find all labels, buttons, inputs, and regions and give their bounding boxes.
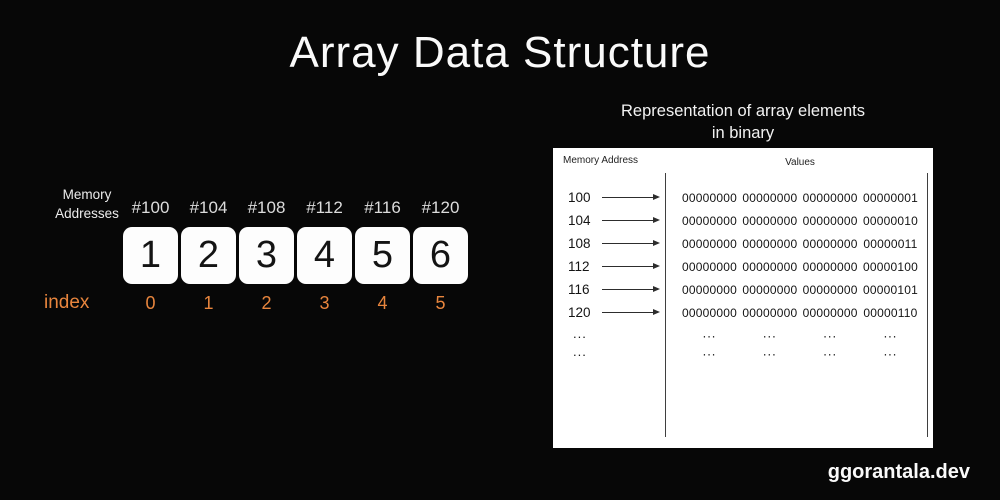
table-row: 108 00000000 00000000 00000000 00000011 xyxy=(553,232,933,255)
arrow-icon xyxy=(602,286,660,292)
byte-ellipsis: ... xyxy=(823,325,838,341)
array-element-box: 1 xyxy=(123,227,178,284)
array-element-box: 2 xyxy=(181,227,236,284)
binary-subtitle-line1: Representation of array elements xyxy=(621,102,865,120)
byte: 00000000 xyxy=(682,213,737,228)
index-value: 4 xyxy=(377,293,388,313)
table-row: 112 00000000 00000000 00000000 00000100 xyxy=(553,255,933,278)
array-element-box: 4 xyxy=(297,227,352,284)
index-value: 3 xyxy=(319,293,330,313)
row-binary-value: 00000000 00000000 00000000 00000101 xyxy=(681,283,919,297)
byte: 00000001 xyxy=(862,190,918,205)
byte: 00000000 xyxy=(682,259,737,274)
index-value: 1 xyxy=(203,293,214,313)
memory-address-label: #100 xyxy=(131,198,170,217)
arrow-icon xyxy=(602,309,660,315)
memory-address-label: #108 xyxy=(247,198,286,217)
row-binary-value: 00000000 00000000 00000000 00000110 xyxy=(681,306,919,320)
byte-ellipsis: ... xyxy=(762,343,777,359)
table-row: 100 00000000 00000000 00000000 00000001 xyxy=(553,186,933,209)
byte: 00000000 xyxy=(682,305,737,320)
byte: 00000000 xyxy=(742,305,798,320)
index-value: 0 xyxy=(145,293,156,313)
byte: 00000000 xyxy=(742,259,798,274)
byte-ellipsis: ... xyxy=(702,343,717,359)
memory-address-label: #104 xyxy=(189,198,228,217)
memory-address-column-header: Memory Address xyxy=(563,155,639,166)
byte: 00000101 xyxy=(862,282,918,297)
row-binary-value: 00000000 00000000 00000000 00000010 xyxy=(681,214,919,228)
row-binary-ellipsis: ... ... ... ... xyxy=(681,344,919,359)
byte: 00000100 xyxy=(862,259,918,274)
array-element-box: 6 xyxy=(413,227,468,284)
right-border-line xyxy=(927,173,928,437)
byte: 00000000 xyxy=(802,282,858,297)
brand-watermark: ggorantala.dev xyxy=(827,461,970,483)
page-title: Array Data Structure xyxy=(289,28,711,77)
byte: 00000011 xyxy=(863,236,918,251)
column-divider-line xyxy=(665,173,666,437)
index-value: 2 xyxy=(261,293,272,313)
index-row: 0 1 2 3 4 5 xyxy=(123,293,468,314)
row-address: 108 xyxy=(568,236,591,251)
row-address: 112 xyxy=(568,259,590,274)
arrow-icon xyxy=(602,263,660,269)
byte: 00000000 xyxy=(802,190,858,205)
memory-addresses-label: Memory Addresses xyxy=(38,185,136,223)
byte: 00000000 xyxy=(742,282,798,297)
byte: 00000010 xyxy=(862,213,918,228)
row-address: 120 xyxy=(568,305,591,320)
byte: 00000000 xyxy=(682,236,737,251)
binary-subtitle-line2: in binary xyxy=(711,124,775,142)
values-column-header: Values xyxy=(785,157,815,168)
memory-addresses-label-line1: Memory xyxy=(62,187,112,202)
array-boxes: 1 2 3 4 5 6 xyxy=(123,227,468,284)
table-row-ellipsis: ... ... ... ... ... xyxy=(553,342,933,360)
byte: 00000000 xyxy=(742,190,798,205)
byte-ellipsis: ... xyxy=(702,325,717,341)
index-value: 5 xyxy=(435,293,446,313)
row-binary-ellipsis: ... ... ... ... xyxy=(681,326,919,341)
row-binary-value: 00000000 00000000 00000000 00000100 xyxy=(681,260,919,274)
row-binary-value: 00000000 00000000 00000000 00000011 xyxy=(681,237,919,251)
byte: 00000000 xyxy=(802,305,858,320)
arrow-icon xyxy=(602,240,660,246)
binary-subtitle: Representation of array elements in bina… xyxy=(553,100,933,144)
byte: 00000000 xyxy=(742,236,798,251)
byte: 00000000 xyxy=(802,259,858,274)
binary-table-rows: 100 00000000 00000000 00000000 00000001 … xyxy=(553,186,933,360)
byte: 00000000 xyxy=(742,213,798,228)
memory-address-label: #116 xyxy=(364,198,401,217)
array-element-box: 3 xyxy=(239,227,294,284)
table-row: 120 00000000 00000000 00000000 00000110 xyxy=(553,301,933,324)
row-binary-value: 00000000 00000000 00000000 00000001 xyxy=(681,191,919,205)
byte-ellipsis: ... xyxy=(883,325,898,341)
byte-ellipsis: ... xyxy=(883,343,898,359)
byte: 00000000 xyxy=(682,190,737,205)
arrow-icon xyxy=(602,217,660,223)
byte: 00000110 xyxy=(863,305,918,320)
memory-address-row: #100 #104 #108 #112 #116 #120 xyxy=(123,198,468,218)
byte: 00000000 xyxy=(802,213,858,228)
table-row: 116 00000000 00000000 00000000 00000101 xyxy=(553,278,933,301)
memory-address-label: #112 xyxy=(306,198,343,217)
memory-address-label: #120 xyxy=(421,198,460,217)
byte-ellipsis: ... xyxy=(762,325,777,341)
row-address: 104 xyxy=(568,213,591,228)
row-address: 100 xyxy=(568,190,591,205)
byte: 00000000 xyxy=(682,282,737,297)
row-address: 116 xyxy=(568,282,590,297)
binary-table-panel: Memory Address Values 100 00000000 00000… xyxy=(553,148,933,448)
byte: 00000000 xyxy=(802,236,858,251)
arrow-icon xyxy=(602,194,660,200)
row-address-ellipsis: ... xyxy=(573,325,587,341)
index-label: index xyxy=(44,292,90,313)
memory-addresses-label-line2: Addresses xyxy=(55,206,119,221)
table-row: 104 00000000 00000000 00000000 00000010 xyxy=(553,209,933,232)
row-address-ellipsis: ... xyxy=(573,343,587,359)
table-row-ellipsis: ... ... ... ... ... xyxy=(553,324,933,342)
array-element-box: 5 xyxy=(355,227,410,284)
byte-ellipsis: ... xyxy=(823,343,838,359)
